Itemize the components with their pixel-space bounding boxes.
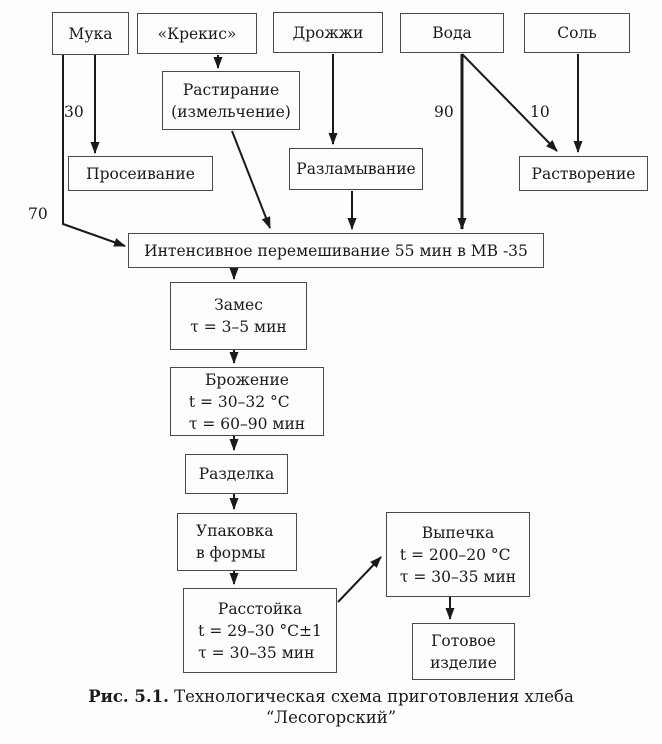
node-razlamyvanie-label: Разламывание (296, 160, 416, 178)
node-gotovoe: Готовое изделие (412, 623, 515, 680)
node-upakovka: Упаковка в формы (177, 513, 297, 571)
node-proseivanie: Просеивание (68, 156, 213, 191)
node-rastiranie-line1: Растирание (182, 80, 280, 99)
node-brozhenie: Брожение t = 30–32 °С τ = 60–90 мин (170, 367, 324, 436)
node-upakovka-line2: в формы (196, 544, 266, 562)
node-rastvorenie-label: Растворение (531, 164, 636, 183)
flow-label-70: 70 (28, 205, 48, 223)
node-brozhenie-param1: t = 30–32 °С (188, 392, 290, 411)
node-rasstoyka-params: t = 29–30 °С±1 τ = 30–35 мин (198, 620, 322, 664)
node-zames-param1: τ = 3–5 мин (190, 318, 287, 336)
node-vypechka-param2: τ = 30–35 мин (399, 567, 517, 586)
node-brozhenie-params: t = 30–32 °С τ = 60–90 мин (189, 391, 305, 435)
figure-title: Технологическая схема приготовления хлеб… (174, 687, 574, 706)
arrow-rastiranie-to-peremeshivanie (231, 130, 271, 229)
node-sol-label: Соль (557, 24, 597, 42)
node-krekis-label: «Крекис» (157, 24, 237, 43)
node-vypechka-params: t = 200–20 °С τ = 30–35 мин (400, 544, 516, 588)
node-rasstoyka: Расстойка t = 29–30 °С±1 τ = 30–35 мин (183, 588, 337, 673)
node-rastvorenie: Растворение (519, 156, 648, 191)
node-brozhenie-title: Брожение (205, 370, 289, 389)
node-vypechka: Выпечка t = 200–20 °С τ = 30–35 мин (386, 512, 530, 597)
node-rasstoyka-param1: t = 29–30 °С±1 (198, 621, 322, 640)
node-rastiranie: Растирание (измельчение) (162, 71, 300, 130)
node-razlamyvanie: Разламывание (289, 148, 423, 190)
node-rasstoyka-title: Расстойка (217, 599, 303, 618)
figure-caption-line2: “Лесогорский” (265, 708, 397, 727)
node-rasstoyka-param2: τ = 30–35 мин (198, 643, 315, 662)
node-krekis: «Крекис» (137, 13, 257, 54)
node-rastiranie-line2: (измельчение) (171, 102, 291, 121)
arrow-muka-to-peremeshivanie (62, 55, 126, 247)
node-brozhenie-param2: τ = 60–90 мин (188, 414, 306, 433)
flow-label-90: 90 (434, 103, 454, 121)
node-vypechka-title: Выпечка (421, 523, 495, 542)
figure-number: Рис. 5.1. (88, 687, 169, 706)
node-proseivanie-label: Просеивание (86, 164, 195, 183)
arrow-voda-to-rastvorenie (461, 53, 558, 152)
node-muka: Мука (52, 12, 129, 55)
node-sol: Соль (524, 13, 630, 53)
node-razdelka-label: Разделка (198, 465, 275, 483)
node-peremeshivanie-label: Интенсивное перемешивание 55 мин в МВ -3… (144, 241, 528, 260)
node-gotovoe-line1: Готовое (431, 631, 496, 650)
flow-label-30: 30 (64, 103, 84, 121)
node-upakovka-line1: Упаковка (196, 522, 274, 540)
node-zames: Замес τ = 3–5 мин (170, 282, 307, 350)
node-voda-label: Вода (432, 24, 472, 42)
arrow-rasstoyka-to-vypechka (337, 556, 382, 603)
node-vypechka-param1: t = 200–20 °С (399, 545, 511, 564)
node-zames-title: Замес (214, 296, 263, 314)
figure-caption: Рис. 5.1. Технологическая схема приготов… (0, 686, 662, 728)
node-gotovoe-line2: изделие (430, 653, 497, 672)
figure-caption-line1: Рис. 5.1. Технологическая схема приготов… (0, 686, 662, 707)
node-razdelka: Разделка (185, 454, 288, 494)
node-muka-label: Мука (68, 24, 113, 43)
node-drozhzhi-label: Дрожжи (292, 23, 364, 42)
node-drozhzhi: Дрожжи (273, 12, 383, 53)
node-peremeshivanie: Интенсивное перемешивание 55 мин в МВ -3… (128, 233, 544, 268)
flow-label-10: 10 (530, 103, 550, 121)
node-voda: Вода (400, 13, 504, 53)
